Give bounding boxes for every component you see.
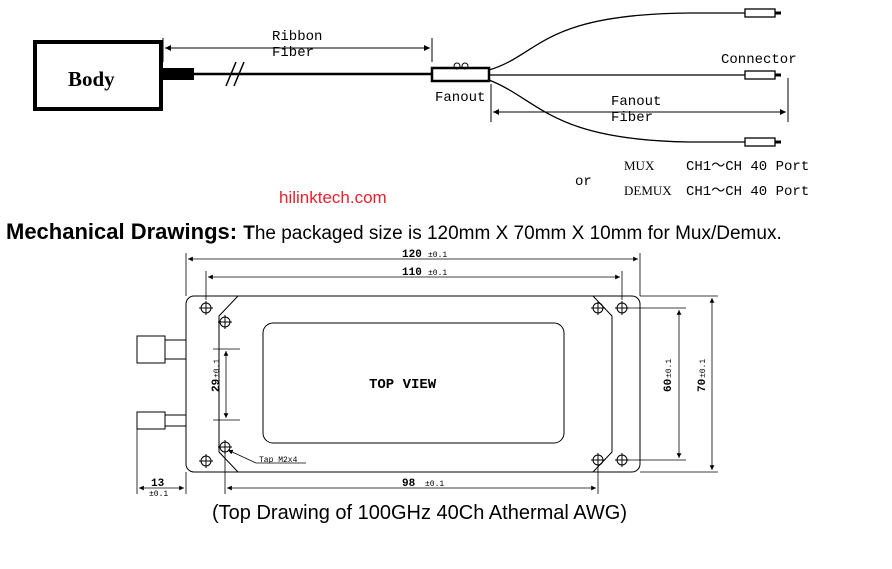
fanout-label: Fanout [435, 90, 485, 106]
dim-29-value: 29 [211, 379, 223, 392]
tap-leader [227, 449, 257, 464]
dim-70-value: 70 [697, 379, 709, 392]
mux-ports: CH1～CH 40 Port [686, 159, 809, 175]
top-view-label: TOP VIEW [369, 377, 437, 393]
body-box [33, 40, 163, 111]
ribbon-label-1: Ribbon [272, 29, 322, 45]
fanout-block [430, 66, 491, 83]
connector-bottom [744, 137, 781, 147]
dim-98-tol: ±0.1 [425, 480, 444, 489]
dim-70-tol: ±0.1 [699, 359, 708, 378]
fanout-fiber-label-2: Fiber [611, 110, 653, 126]
fanout-fiber-bottom [488, 79, 745, 143]
dim-120-value: 120 [402, 249, 422, 261]
demux-ports: CH1～CH 40 Port [686, 184, 809, 200]
demux-label: DEMUX [624, 183, 672, 198]
connector-mid [744, 70, 781, 80]
break-mark-1 [225, 61, 237, 87]
mechanical-drawing: TOP VIEW 120 ±0.1 11 [136, 249, 718, 499]
ribbon-label-2: Fiber [272, 45, 314, 61]
top-view-window [262, 322, 565, 444]
fanout-mark-1 [453, 62, 461, 70]
dim-13-tol: ±0.1 [149, 490, 168, 499]
mux-label: MUX [624, 158, 655, 173]
dim-29-tol: ±0.1 [213, 359, 222, 378]
dim-98-value: 98 [402, 478, 416, 490]
drawing-caption: (Top Drawing of 100GHz 40Ch Athermal AWG… [212, 502, 627, 524]
fanout-fiber-label-1: Fanout [611, 94, 661, 110]
tap-note: Tap M2x4 [259, 456, 298, 465]
connector-label: Connector [721, 52, 797, 68]
dim-60-value: 60 [663, 379, 675, 392]
mounting-holes [199, 301, 629, 468]
fiber-schematic: Body Ribbon Fiber Fanout [33, 8, 809, 200]
heading-text: he packaged size is 120mm X 70mm X 10mm … [254, 223, 782, 244]
dim-60-tol: ±0.1 [665, 359, 674, 378]
dim-13-value: 13 [151, 478, 165, 490]
dim-110-value: 110 [402, 267, 422, 279]
body-label: Body [68, 67, 115, 91]
heading-bold: Mechanical Drawings: [6, 219, 238, 244]
dim-120-tol: ±0.1 [428, 251, 447, 260]
heading-first-letter: T [243, 223, 255, 244]
dim-110-tol: ±0.1 [428, 269, 447, 278]
fanout-mark-2 [461, 62, 469, 70]
body-boot [161, 68, 194, 80]
mechanical-drawings-heading: Mechanical Drawings: The packaged size i… [6, 219, 782, 245]
fanout-fiber-top [488, 12, 745, 71]
connector-top [744, 8, 781, 18]
watermark: hilinktech.com [279, 188, 387, 207]
left-connector-upper [136, 335, 187, 364]
left-connector-lower [136, 411, 187, 430]
break-mark-2 [233, 61, 245, 87]
or-label: or [575, 174, 592, 190]
